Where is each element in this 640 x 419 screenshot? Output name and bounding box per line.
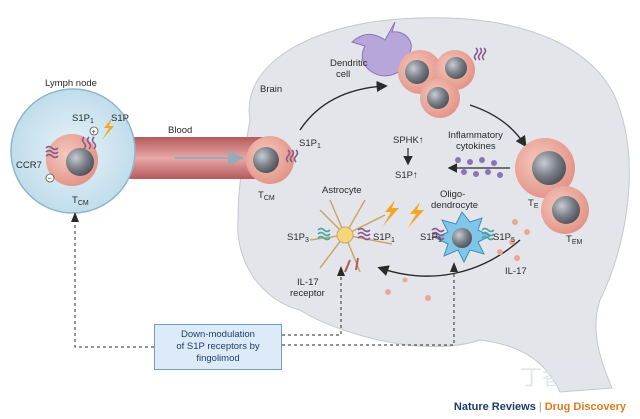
oligo-label-line1: Oligo- — [440, 189, 465, 200]
brain-s1p1-receptor-icon — [285, 149, 299, 163]
dashed-connectors — [74, 218, 455, 348]
dendritic-t-cell-2-nucleus — [445, 57, 467, 79]
dendritic-label-line2: cell — [336, 69, 350, 80]
lower-dots — [385, 277, 431, 301]
lymph-tcm-nucleus — [66, 148, 94, 176]
journal-name: Nature Reviews — [453, 401, 536, 413]
astrocyte-s1p3-label: S1P3 — [287, 232, 309, 244]
blood-label: Blood — [168, 125, 192, 136]
brain-shape — [237, 17, 630, 393]
te-label: TE — [528, 198, 539, 210]
il17-label: IL-17 — [505, 266, 527, 277]
brain-label: Brain — [260, 84, 282, 95]
plus-symbol: + — [92, 129, 96, 136]
center-s1p-label: S1P↑ — [395, 170, 418, 181]
dashed-arrowhead-astrocyte — [337, 266, 345, 276]
cytokine-dots — [455, 157, 503, 178]
astrocyte-label: Astrocyte — [322, 185, 362, 196]
oligo-s1p5-receptor-icon — [481, 227, 495, 241]
arrow-to-te — [469, 104, 527, 148]
dendritic-label-line1: Dendritic — [330, 58, 368, 69]
tem-nucleus — [552, 196, 580, 224]
oligo-s1p1-receptor-icon — [431, 227, 445, 241]
ccr7-receptor-icon — [45, 145, 59, 159]
astrocyte-s1p1-receptor-icon — [357, 227, 371, 241]
arrow-to-astrocyte — [377, 239, 521, 277]
ccr7-label: CCR7 — [16, 160, 42, 171]
plus-icon — [89, 126, 99, 136]
astrocyte-body — [336, 226, 354, 244]
callout-line-3: fingolimod — [196, 353, 240, 364]
tem-label: TEM — [566, 234, 582, 246]
oligo-label-line2: dendrocyte — [431, 200, 478, 211]
dashed-arrowhead-lymph — [71, 212, 79, 222]
il17-receptor-label-line1: IL-17 — [297, 277, 319, 288]
footer-separator: | — [538, 401, 542, 413]
inflammatory-label-line2: cytokines — [456, 141, 496, 152]
callout-line-2: of S1P receptors by — [176, 341, 260, 352]
dendritic-t-cell-1-nucleus — [405, 60, 429, 84]
brain-tcm-label: TCM — [258, 190, 275, 202]
minus-symbol: − — [48, 176, 52, 183]
sphk-label: SPHK↑ — [393, 135, 424, 146]
watermark-logo: 丁香园 — [520, 366, 587, 391]
dendritic-receptor-icon — [473, 47, 487, 61]
il17-receptor-icon — [344, 257, 359, 273]
astrocyte-s1p1-label: S1P1 — [373, 232, 395, 244]
brain-s1p1-label: S1P1 — [299, 138, 321, 150]
journal-section: Drug Discovery — [544, 401, 626, 413]
callout-line-1: Down-modulation — [181, 329, 255, 340]
lymph-s1p1-receptor-icon — [81, 136, 97, 150]
oligo-lightning-icon — [408, 202, 424, 228]
inflammatory-label-line1: Inflammatory — [448, 130, 503, 141]
lymph-s1p-label: S1P — [111, 113, 129, 124]
il17-dots — [497, 219, 530, 261]
dendritic-t-cell-3-nucleus — [427, 87, 449, 109]
astrocyte-lightning-icon — [383, 200, 399, 226]
oligodendrocyte-nucleus — [452, 228, 472, 248]
journal-footer: Nature Reviews|Drug Discovery — [454, 401, 626, 413]
il17-receptor-label-line2: receptor — [290, 288, 325, 299]
oligo-s1p1-label: S1P1 — [420, 232, 442, 244]
lymph-node-label: Lymph node — [45, 78, 97, 89]
arrow-to-dendritic — [299, 80, 388, 131]
lymph-s1p1-label: S1P1 — [72, 113, 94, 125]
te-nucleus — [532, 151, 566, 185]
astrocyte-s1p3-receptor-icon — [317, 227, 331, 241]
minus-icon — [45, 173, 55, 183]
lymph-tcm-label: TCM — [72, 195, 89, 207]
fingolimod-callout-box: Down-modulation of S1P receptors by fing… — [154, 324, 282, 370]
brain-tcm-nucleus — [253, 147, 279, 173]
dashed-arrowhead-oligo — [450, 262, 458, 272]
oligo-s1p5-label: S1P5 — [493, 232, 515, 244]
